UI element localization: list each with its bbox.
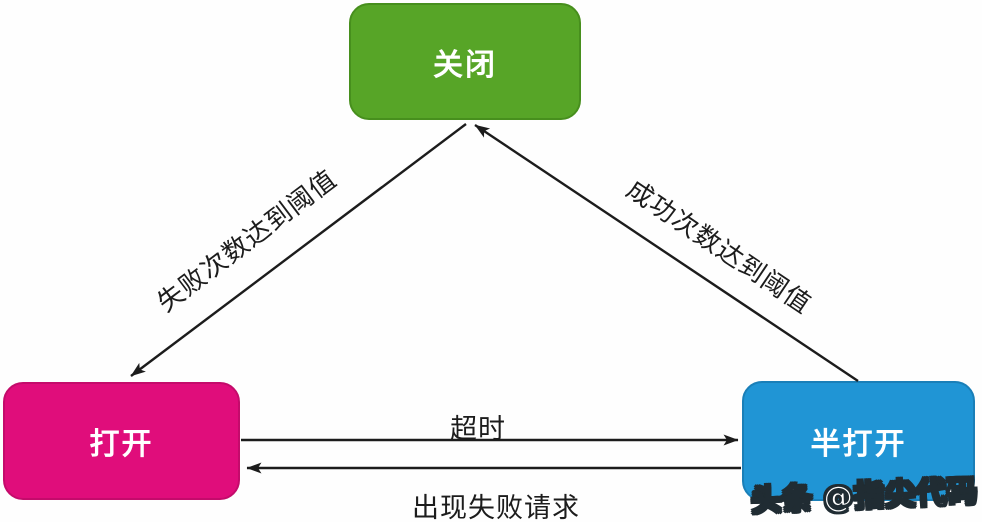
edge-halfopen-to-closed xyxy=(474,124,859,382)
node-half-open-label: 半打开 xyxy=(810,427,907,462)
node-closed-label: 关闭 xyxy=(433,47,497,83)
node-open-label: 打开 xyxy=(89,427,154,462)
watermark-logo: 头条 xyxy=(750,481,815,520)
edge-label-failed-request: 出现失败请求 xyxy=(412,493,580,522)
watermark-handle: @指尖代码 xyxy=(822,473,980,516)
edge-closed-to-open xyxy=(130,123,467,377)
node-half-open: 半打开 xyxy=(742,381,975,501)
edge-label-timeout: 超时 xyxy=(450,414,506,445)
node-closed: 关闭 xyxy=(349,3,581,120)
node-open: 打开 xyxy=(3,382,240,500)
